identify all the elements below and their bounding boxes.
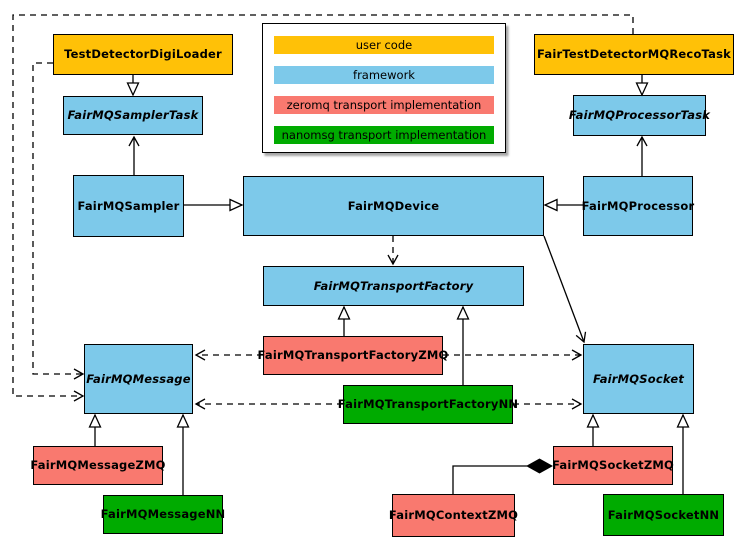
node-fairmq-message: FairMQMessage — [84, 344, 193, 414]
node-fairmq-processor-task: FairMQProcessorTask — [569, 95, 710, 136]
node-fairmq-context-zmq: FairMQContextZMQ — [388, 494, 519, 537]
node-label: FairMQMessageZMQ — [30, 458, 166, 473]
legend: user code framework zeromq transport imp… — [262, 23, 506, 153]
legend-item-zeromq: zeromq transport implementation — [274, 96, 494, 114]
node-label: FairMQTransportFactory — [313, 278, 474, 293]
edge-contextzmq-composed-socketzmq — [452, 465, 527, 494]
legend-item-user-code: user code — [274, 36, 494, 54]
node-label: FairMQTransportFactoryZMQ — [257, 348, 449, 363]
node-label: FairMQMessageNN — [100, 507, 226, 522]
node-label: FairMQDevice — [347, 198, 440, 213]
node-label: FairMQProcessor — [581, 198, 695, 213]
legend-label: nanomsg transport implementation — [281, 128, 487, 142]
composition-diamond-icon — [526, 458, 553, 474]
legend-item-nanomsg: nanomsg transport implementation — [274, 126, 494, 144]
legend-label: zeromq transport implementation — [286, 98, 482, 112]
node-label: FairMQContextZMQ — [388, 508, 519, 523]
node-fairmq-processor: FairMQProcessor — [581, 176, 695, 236]
node-fairmq-message-zmq: FairMQMessageZMQ — [30, 446, 166, 485]
node-fairmq-sampler: FairMQSampler — [73, 175, 184, 237]
node-label: FairMQSampler — [77, 198, 180, 213]
node-fairmq-sampler-task: FairMQSamplerTask — [63, 96, 203, 135]
edge-device-uses-socket — [543, 235, 587, 344]
legend-label: framework — [353, 68, 415, 82]
node-label: FairMQSocket — [592, 371, 685, 386]
node-fairmq-transport-factory-zmq: FairMQTransportFactoryZMQ — [258, 336, 448, 375]
legend-item-framework: framework — [274, 66, 494, 84]
node-label: FairMQTransportFactoryNN — [337, 397, 519, 412]
node-fairmq-transport-factory-nn: FairMQTransportFactoryNN — [338, 385, 518, 424]
node-fairmq-socket: FairMQSocket — [583, 344, 694, 414]
node-label: FairMQProcessorTask — [568, 108, 711, 123]
node-label: FairMQSamplerTask — [67, 108, 199, 123]
node-fairmq-socket-zmq: FairMQSocketZMQ — [552, 446, 674, 485]
node-fairmq-socket-nn: FairMQSocketNN — [603, 494, 724, 536]
node-fairmq-device: FairMQDevice — [243, 176, 544, 236]
node-fairmq-message-nn: FairMQMessageNN — [100, 495, 226, 534]
legend-label: user code — [355, 38, 413, 52]
node-label: TestDetectorDigiLoader — [64, 47, 222, 62]
node-test-detector-digi-loader: TestDetectorDigiLoader — [53, 34, 233, 75]
node-fair-test-detector-mq-reco-task: FairTestDetectorMQRecoTask — [534, 34, 734, 75]
node-label: FairMQMessage — [86, 371, 191, 386]
node-label: FairMQSocketZMQ — [552, 458, 674, 473]
node-label: FairTestDetectorMQRecoTask — [537, 47, 731, 62]
node-label: FairMQSocketNN — [607, 507, 720, 522]
node-fairmq-transport-factory: FairMQTransportFactory — [263, 266, 524, 306]
